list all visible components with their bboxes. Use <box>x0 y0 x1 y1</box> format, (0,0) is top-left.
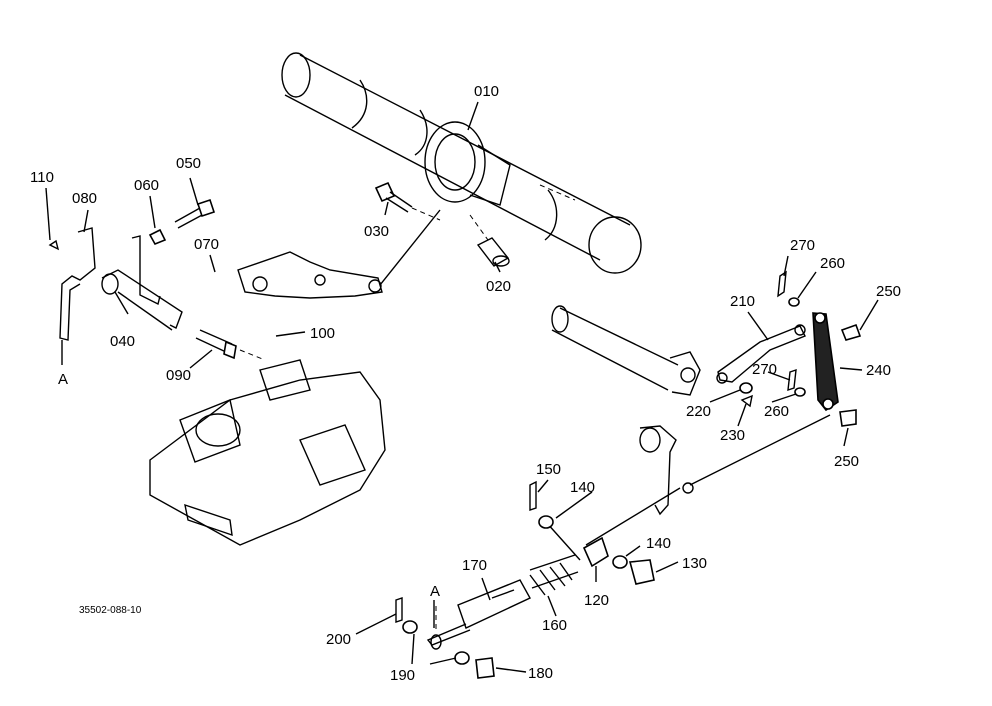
callout-040: 040 <box>110 333 135 350</box>
callout-110: 110 <box>30 169 54 186</box>
axle-tube-drawing <box>281 52 642 274</box>
callout-230: 230 <box>720 427 745 444</box>
callout-100: 100 <box>310 325 335 342</box>
callout-050: 050 <box>176 155 201 172</box>
callout-140-upper: 140 <box>570 479 595 496</box>
callout-070: 070 <box>194 236 219 253</box>
callout-200: 200 <box>326 631 351 648</box>
valve-housing-drawing <box>149 359 386 546</box>
bolt-050-drawing <box>148 198 216 246</box>
callout-120: 120 <box>584 592 609 609</box>
bushing-020-drawing <box>469 214 510 267</box>
callout-010: 010 <box>474 83 499 100</box>
bracket-lever-drawing <box>48 227 266 362</box>
callout-220: 220 <box>686 403 711 420</box>
view-marker-bottom: A <box>430 583 440 600</box>
callout-080: 080 <box>72 190 97 207</box>
callout-210: 210 <box>730 293 755 310</box>
callout-150: 150 <box>536 461 561 478</box>
view-marker-left: A <box>58 371 68 388</box>
callout-160: 160 <box>542 617 567 634</box>
callout-250-lower: 250 <box>834 453 859 470</box>
callout-250-upper: 250 <box>876 283 901 300</box>
leader-lines <box>45 101 879 673</box>
callout-140-lower: 140 <box>646 535 671 552</box>
lower-linkage-drawing <box>395 414 831 679</box>
view-markers: A A <box>58 340 440 628</box>
callout-labels: 010 020 030 040 050 060 070 080 090 100 … <box>30 83 901 684</box>
callout-030: 030 <box>364 223 389 240</box>
callout-190: 190 <box>390 667 415 684</box>
rod-assembly-drawing <box>551 270 862 427</box>
callout-130: 130 <box>682 555 707 572</box>
callout-090: 090 <box>166 367 191 384</box>
callout-240: 240 <box>866 362 891 379</box>
callout-170: 170 <box>462 557 487 574</box>
lever-arm-linkage-drawing <box>237 209 441 299</box>
callout-180: 180 <box>528 665 553 682</box>
drawing-code: 35502-088-10 <box>79 605 142 616</box>
callout-020: 020 <box>486 278 511 295</box>
callout-260-upper: 260 <box>820 255 845 272</box>
callout-060: 060 <box>134 177 159 194</box>
callout-270-lower: 270 <box>752 361 777 378</box>
callout-260-lower: 260 <box>764 403 789 420</box>
bolt-030-drawing <box>374 181 441 221</box>
callout-270-upper: 270 <box>790 237 815 254</box>
